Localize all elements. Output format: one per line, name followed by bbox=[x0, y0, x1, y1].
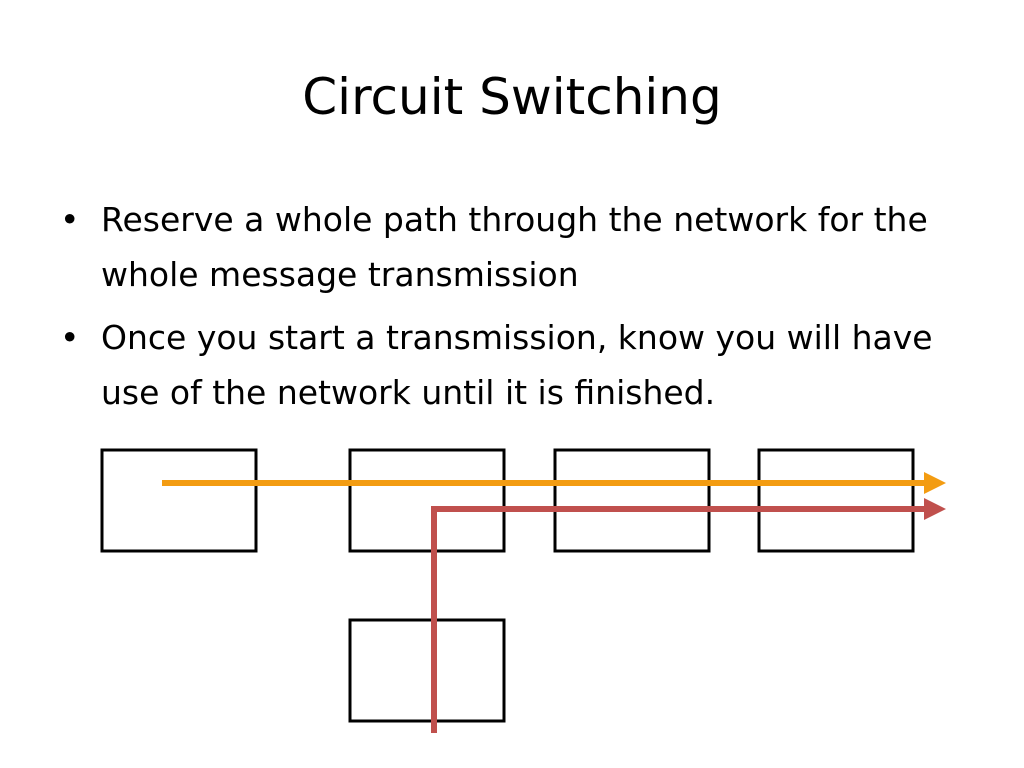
node-a bbox=[100, 448, 258, 553]
bullet-item: • Reserve a whole path through the netwo… bbox=[56, 192, 976, 302]
path-orange-arrowhead bbox=[924, 472, 946, 494]
bullet-text: Reserve a whole path through the network… bbox=[101, 200, 928, 294]
bullet-text: Once you start a transmission, know you … bbox=[101, 318, 933, 412]
bullet-marker: • bbox=[60, 318, 80, 357]
node-d bbox=[757, 448, 915, 553]
bullet-item: • Once you start a transmission, know yo… bbox=[56, 310, 976, 420]
bullet-marker: • bbox=[60, 200, 80, 239]
node-e bbox=[348, 618, 506, 723]
node-c bbox=[553, 448, 711, 553]
node-b bbox=[348, 448, 506, 553]
path-red-line bbox=[431, 506, 928, 733]
slide-title: Circuit Switching bbox=[302, 68, 722, 126]
bullet-list: • Reserve a whole path through the netwo… bbox=[56, 192, 976, 428]
path-red-arrowhead bbox=[924, 498, 946, 520]
